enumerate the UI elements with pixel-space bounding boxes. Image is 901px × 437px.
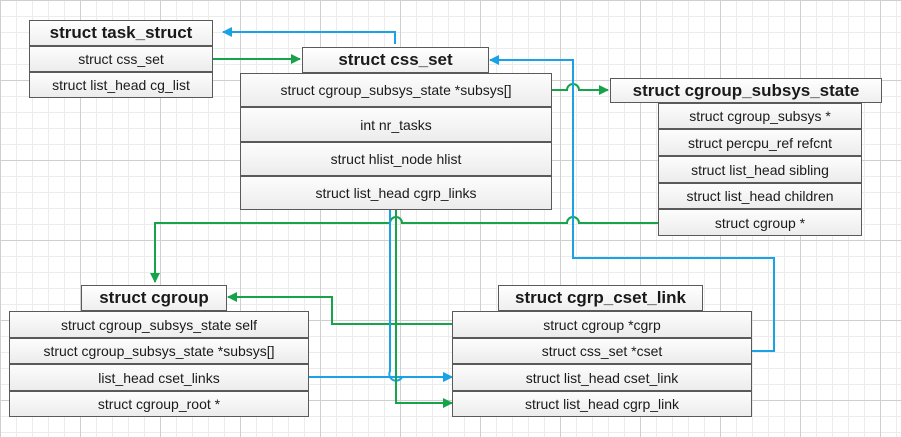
arrow-css-set-to-task-struct [222,27,396,44]
cgroup-subsys-state-title: struct cgroup_subsys_state [610,78,882,103]
link-field-cset: struct css_set *cset [452,338,752,364]
css-set-field-nr-tasks: int nr_tasks [240,107,552,142]
css-field-sibling: struct list_head sibling [658,156,862,183]
css-set-field-subsys: struct cgroup_subsys_state *subsys[] [240,73,552,107]
cgroup-field-self: struct cgroup_subsys_state self [9,311,309,338]
link-field-cgrp: struct cgroup *cgrp [452,311,752,338]
cgroup-field-cset-links: list_head cset_links [9,364,309,391]
css-field-cgroup: struct cgroup * [658,209,862,236]
arrow-subsys-to-css [552,83,609,95]
css-set-title: struct css_set [302,47,489,73]
cgroup-field-root: struct cgroup_root * [9,391,309,417]
task-struct-field-css-set: struct css_set [29,46,213,72]
link-field-cset-link: struct list_head cset_link [452,364,752,391]
cgroup-title: struct cgroup [81,285,227,311]
cgroup-field-subsys: struct cgroup_subsys_state *subsys[] [9,338,309,364]
cgrp-cset-link-title: struct cgrp_cset_link [498,285,703,311]
task-struct-title: struct task_struct [29,20,213,46]
link-field-cgrp-link: struct list_head cgrp_link [452,391,752,417]
arrow-cgrp-links-to-cgrp-link [395,210,453,408]
css-set-field-cgrp-links: struct list_head cgrp_links [240,176,552,210]
css-set-field-hlist: struct hlist_node hlist [240,142,552,176]
arrow-cgrp-links-to-cset-link [388,210,453,382]
arrow-css-cgroup-to-cgroup [150,216,658,283]
css-field-children: struct list_head children [658,183,862,209]
task-struct-field-cg-list: struct list_head cg_list [29,72,213,98]
css-field-subsys: struct cgroup_subsys * [658,103,862,129]
css-field-refcnt: struct percpu_ref refcnt [658,129,862,156]
